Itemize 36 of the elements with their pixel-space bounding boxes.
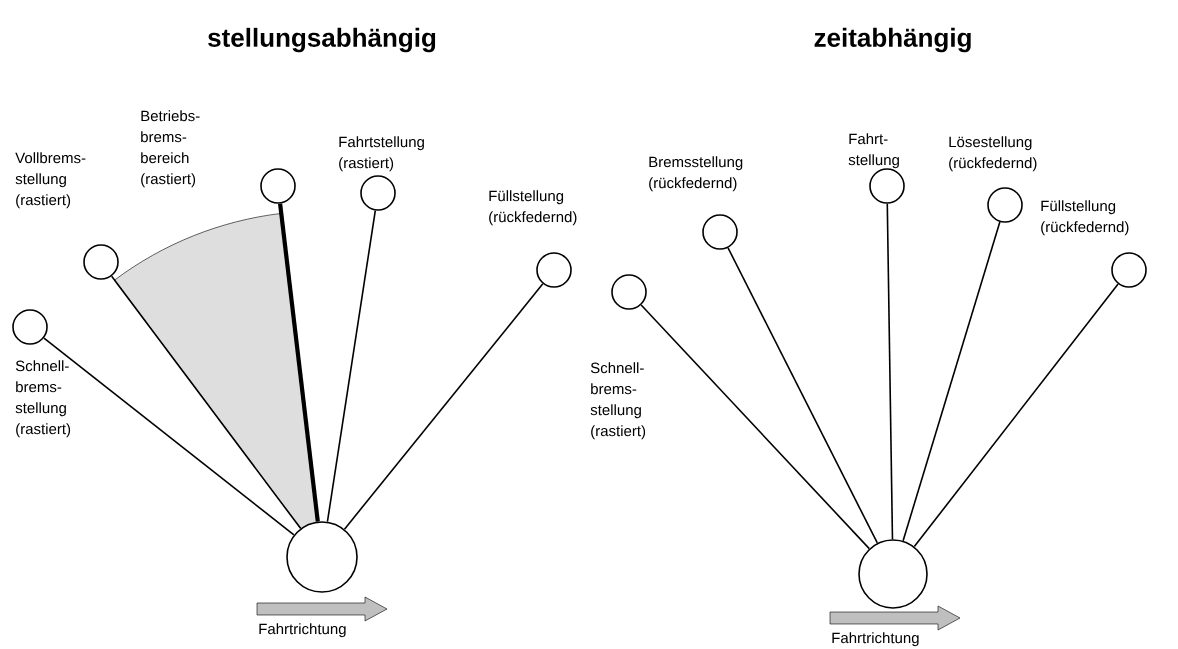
lever-line bbox=[343, 283, 544, 530]
lever-line bbox=[278, 203, 320, 522]
position-circle bbox=[987, 187, 1023, 223]
hub-circle bbox=[286, 521, 358, 593]
position-label: Schnell- brems- stellung (rastiert) bbox=[15, 360, 71, 438]
position-circle bbox=[869, 168, 905, 204]
direction-label: Fahrtrichtung bbox=[259, 623, 346, 638]
direction-label: Fahrtrichtung bbox=[832, 632, 919, 647]
lever-line bbox=[902, 221, 1001, 542]
position-label: Fahrt- stellung bbox=[848, 133, 899, 169]
position-circle bbox=[536, 252, 572, 288]
position-circle bbox=[12, 309, 48, 345]
hub-circle bbox=[858, 539, 928, 609]
lever-line bbox=[43, 337, 295, 536]
position-circle bbox=[611, 274, 647, 310]
position-circle bbox=[702, 214, 738, 250]
position-label: Füllstellung (rückfedernd) bbox=[1041, 200, 1129, 236]
lever-line bbox=[913, 283, 1119, 548]
lever-line bbox=[110, 275, 302, 530]
position-label: Schnell- brems- stellung (rastiert) bbox=[590, 362, 646, 440]
lever-line bbox=[640, 304, 871, 550]
lever-line bbox=[886, 203, 894, 540]
position-label: Bremsstellung (rückfedernd) bbox=[649, 156, 743, 192]
position-label: Fahrtstellung (rastiert) bbox=[339, 136, 424, 172]
lever-line bbox=[326, 209, 377, 523]
lever-line bbox=[727, 247, 879, 544]
heading: stellungsabhängig bbox=[208, 27, 436, 53]
area-label: Betriebs- brems- bereich (rastiert) bbox=[141, 110, 200, 188]
position-circle bbox=[360, 175, 396, 211]
position-circle bbox=[1111, 252, 1147, 288]
position-circle bbox=[83, 244, 119, 280]
position-label: Füllstellung (rückfedernd) bbox=[489, 190, 577, 226]
heading: zeitabhängig bbox=[814, 27, 971, 53]
position-label: Vollbrems- stellung (rastiert) bbox=[15, 152, 86, 209]
position-circle bbox=[260, 168, 296, 204]
position-label: Lösestellung (rückfedernd) bbox=[949, 136, 1037, 172]
